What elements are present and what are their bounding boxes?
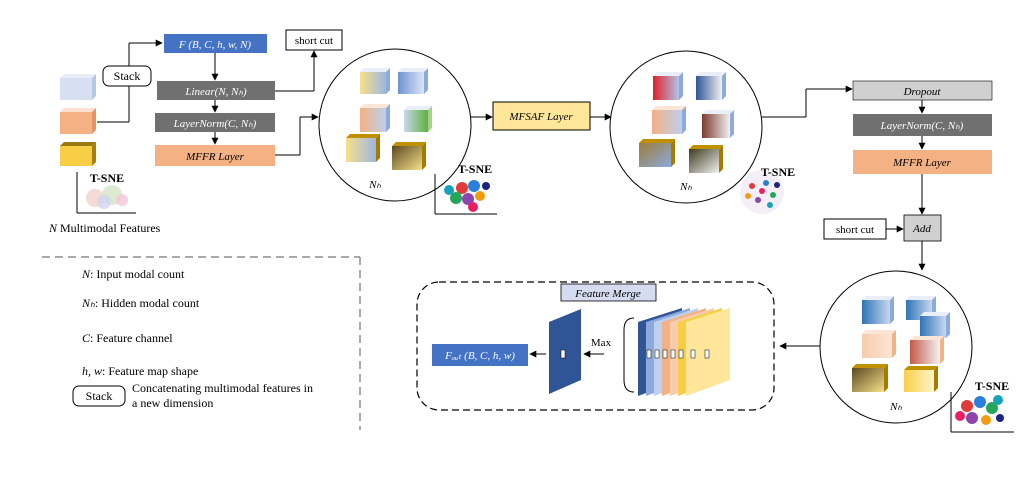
legend-c: C: Feature channel [82, 331, 173, 345]
fout-label: Fₒᵤₜ (B, C, h, w) [444, 350, 515, 362]
legend-c-desc: : Feature channel [90, 331, 173, 345]
layernorm-box-1: LayerNorm(C, Nₕ) [155, 113, 275, 132]
circle2-nh-label: Nₕ [679, 181, 692, 193]
legend-hw: h, w: Feature map shape [82, 364, 198, 378]
cube-c2-5 [639, 139, 675, 167]
stack-pill: Stack [102, 65, 152, 87]
legend-nh-desc: : Hidden modal count [95, 296, 200, 310]
legend-hw-var: h, w [82, 364, 102, 378]
layernorm-box-2-label: LayerNorm(C, Nₕ) [880, 120, 964, 132]
cube-c1-1 [360, 68, 390, 94]
shortcut-box-2-label: short cut [836, 224, 874, 236]
legend-n-desc: : Input modal count [90, 267, 185, 281]
tsne-plot-input: T-SNE [76, 171, 136, 214]
mfsaf-layer-label: MFSAF Layer [508, 111, 573, 123]
layernorm-box-2: LayerNorm(C, Nₕ) [853, 114, 992, 136]
linear-box-label: Linear(N, Nₕ) [184, 86, 247, 98]
shortcut-box-1: short cut [285, 29, 343, 51]
shortcut-box-2: short cut [823, 218, 887, 240]
f-box: F (B, C, h, w, N) [164, 34, 267, 53]
cube-c2-1 [653, 72, 683, 100]
cube-c3-6 [852, 364, 888, 392]
tsne-label-circle3: T-SNE [975, 379, 1009, 393]
legend-hw-desc: : Feature map shape [102, 364, 198, 378]
mfsaf-layer-box: MFSAF Layer [492, 101, 591, 131]
mffr-box-1-label: MFFR Layer [185, 151, 244, 163]
mffr-box-1: MFFR Layer [155, 145, 275, 166]
linear-box: Linear(N, Nₕ) [157, 81, 275, 100]
tsne-plot-circle2: T-SNE [740, 165, 795, 214]
input-cube-blue [60, 74, 96, 100]
mffr-box-2: MFFR Layer [853, 150, 992, 174]
input-cube-orange [60, 108, 96, 134]
cube-c3-7 [904, 366, 938, 392]
input-caption: N Multimodal Features [48, 221, 161, 235]
cube-c3-1 [862, 296, 894, 324]
legend-stack-desc-1: Concatenating multimodal features in [132, 381, 313, 395]
legend-stack-desc-2: a new dimension [132, 396, 213, 410]
tsne-plot-circle1: T-SNE [434, 162, 497, 215]
input-caption-rest: Multimodal Features [57, 221, 161, 235]
tsne-label-circle2: T-SNE [761, 165, 795, 179]
cube-c1-6 [392, 142, 426, 170]
tsne-label-input: T-SNE [90, 171, 124, 185]
add-box: Add [903, 214, 942, 242]
legend-n: N: Input modal count [81, 267, 185, 281]
dropout-label: Dropout [903, 86, 942, 98]
cube-c1-5 [346, 134, 380, 162]
cube-c2-6 [689, 145, 723, 173]
feature-map-stack [638, 308, 730, 396]
stack-pill-label: Stack [114, 69, 141, 83]
f-box-label: F (B, C, h, w, N) [178, 39, 252, 51]
legend-c-var: C [82, 331, 91, 345]
hidden-modal-circle-2: Nₕ [609, 50, 763, 204]
merged-feature-map [549, 309, 581, 394]
cube-c2-4 [702, 110, 734, 138]
mffr-box-2-label: MFFR Layer [892, 157, 951, 169]
cube-c1-2 [398, 68, 428, 94]
tsne-label-circle1: T-SNE [458, 162, 492, 176]
circle1-nh-label: Nₕ [368, 179, 381, 191]
tsne-plot-circle3: T-SNE [950, 379, 1014, 433]
input-cube-yellow [60, 142, 96, 166]
add-label: Add [912, 223, 931, 235]
cube-c2-2 [696, 72, 726, 100]
legend-n-var: N [81, 267, 91, 281]
legend-nh: Nₕ: Hidden modal count [81, 296, 200, 310]
cube-c3-4 [862, 330, 896, 358]
feature-merge-panel: Feature Merge Fₒᵤₜ (B, C, h, w) Max [416, 281, 775, 411]
cube-c1-3 [360, 104, 390, 132]
legend-panel: N: Input modal count Nₕ: Hidden modal co… [42, 256, 361, 430]
dropout-box: Dropout [852, 80, 993, 101]
feature-merge-title: Feature Merge [574, 288, 641, 300]
hidden-modal-circle-3: Nₕ [819, 270, 973, 424]
input-caption-var: N [48, 221, 58, 235]
legend-nh-var: Nₕ [81, 296, 95, 310]
layernorm-box-1-label: LayerNorm(C, Nₕ) [173, 118, 257, 130]
cube-c3-3 [920, 312, 950, 338]
hidden-modal-circle-1: Nₕ [318, 48, 472, 202]
circle3-nh-label: Nₕ [889, 401, 902, 413]
cube-c1-4 [404, 106, 432, 132]
cube-c2-3 [652, 106, 686, 134]
max-label: Max [591, 337, 612, 349]
fout-box: Fₒᵤₜ (B, C, h, w) [432, 344, 528, 366]
cube-c3-5 [910, 336, 944, 364]
legend-stack-pill-label: Stack [86, 389, 113, 403]
shortcut-box-1-label: short cut [295, 35, 333, 47]
